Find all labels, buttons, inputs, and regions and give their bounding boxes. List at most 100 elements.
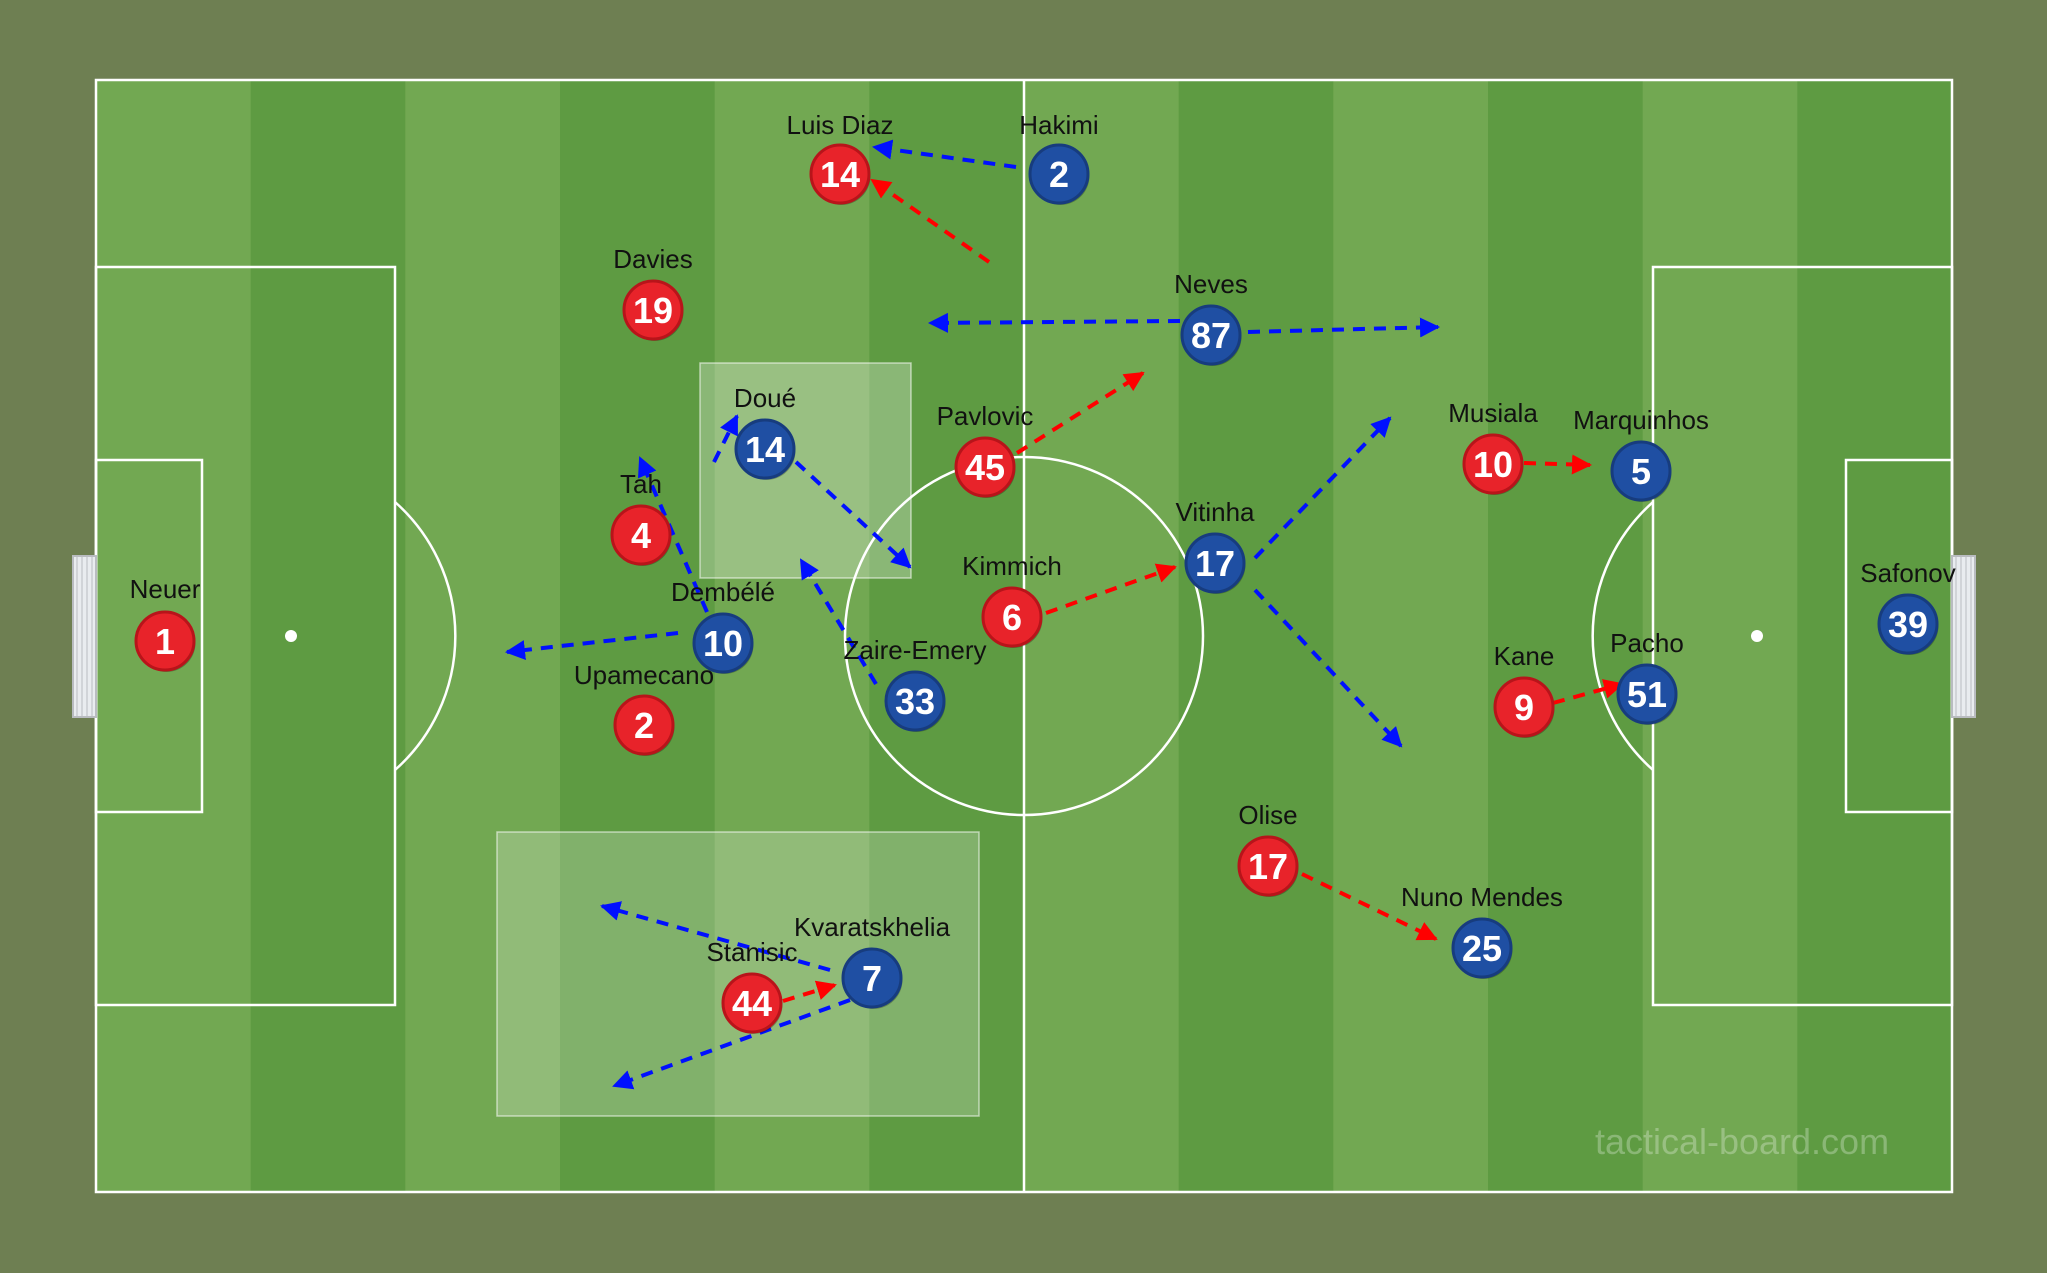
player-doue[interactable]: 14 Doué	[734, 383, 796, 480]
player-marker-blue[interactable]	[1184, 532, 1246, 594]
player-marker-blue[interactable]	[1877, 593, 1939, 655]
player-name-label: Luis Diaz	[787, 110, 894, 140]
pitch-stripe	[560, 80, 716, 1192]
player-name-label: Stanisic	[706, 937, 797, 967]
player-marker-red[interactable]	[1493, 676, 1555, 738]
player-marker-red[interactable]	[809, 143, 871, 205]
player-name-label: Doué	[734, 383, 796, 413]
player-marker-blue[interactable]	[1616, 663, 1678, 725]
player-marquinhos[interactable]: 5 Marquinhos	[1573, 405, 1709, 502]
player-name-label: Tah	[620, 469, 662, 499]
player-marker-red[interactable]	[610, 504, 672, 566]
player-name-label: Musiala	[1448, 398, 1538, 428]
player-number: 87	[1191, 315, 1231, 356]
arrow-stanisic-to-kvaratskhelia	[782, 980, 837, 1003]
player-number: 5	[1631, 451, 1651, 492]
player-number: 2	[634, 705, 654, 746]
player-marker-blue[interactable]	[1180, 304, 1242, 366]
player-marker-blue[interactable]	[734, 418, 796, 480]
player-number: 33	[895, 681, 935, 722]
pitch-stripe	[1333, 80, 1489, 1192]
left-goal	[72, 555, 97, 718]
player-marker-red[interactable]	[1462, 433, 1524, 495]
arrow-olise-to-nuno-mendes	[1301, 872, 1438, 941]
pitch-stripe	[1178, 80, 1334, 1192]
pitch-stripe	[405, 80, 561, 1192]
player-name-label: Nuno Mendes	[1401, 882, 1563, 912]
player-luis-diaz[interactable]: 14 Luis Diaz	[787, 110, 894, 205]
player-name-label: Olise	[1238, 800, 1297, 830]
movement-arrows	[505, 139, 1624, 1090]
player-name-label: Zaire-Emery	[843, 635, 986, 665]
player-number: 14	[745, 429, 785, 470]
player-name-label: Pacho	[1610, 628, 1684, 658]
arrow-zaire-emery-up	[799, 558, 878, 686]
player-name-label: Neuer	[130, 574, 201, 604]
player-number: 9	[1514, 687, 1534, 728]
player-name-label: Pavlovic	[937, 401, 1034, 431]
left-penalty-spot	[285, 630, 297, 642]
player-safonov[interactable]: 39 Safonov	[1860, 558, 1956, 655]
player-number: 6	[1002, 597, 1022, 638]
player-stanisic[interactable]: 44 Stanisic	[706, 937, 798, 1034]
player-marker-red[interactable]	[981, 586, 1043, 648]
player-number: 39	[1888, 604, 1928, 645]
player-marker-red[interactable]	[954, 436, 1016, 498]
player-marker-blue[interactable]	[692, 612, 754, 674]
arrow-hakimi-to-luis-diaz	[872, 139, 1017, 169]
player-marker-blue[interactable]	[1028, 143, 1090, 205]
pitch-stripe	[1024, 80, 1180, 1192]
left-penalty-arc	[394, 501, 457, 771]
player-number: 4	[631, 515, 651, 556]
player-marker-red[interactable]	[622, 279, 684, 341]
player-name-label: Hakimi	[1019, 110, 1098, 140]
player-marker-blue[interactable]	[1451, 917, 1513, 979]
arrow-doue-to-centre	[794, 460, 912, 569]
player-name-label: Upamecano	[574, 660, 714, 690]
player-number: 45	[965, 447, 1005, 488]
player-upamecano[interactable]: 2 Upamecano	[574, 660, 714, 756]
player-marker-blue[interactable]	[1610, 440, 1672, 502]
pitch-stripe	[250, 80, 406, 1192]
player-number: 10	[703, 623, 743, 664]
player-name-label: Kimmich	[962, 551, 1062, 581]
player-number: 17	[1248, 846, 1288, 887]
player-nuno-mendes[interactable]: 25 Nuno Mendes	[1401, 882, 1563, 979]
player-marker-blue[interactable]	[841, 947, 903, 1009]
arrow-kvaratskhelia-back	[600, 901, 831, 972]
player-number: 2	[1049, 154, 1069, 195]
arrow-kane-to-pacho	[1552, 679, 1624, 705]
player-olise[interactable]: 17 Olise	[1237, 800, 1299, 897]
player-marker-red[interactable]	[721, 972, 783, 1034]
player-kimmich[interactable]: 6 Kimmich	[962, 551, 1062, 648]
arrow-dembele-to-tah	[638, 456, 709, 613]
player-tah[interactable]: 4 Tah	[610, 469, 672, 566]
player-name-label: Safonov	[1860, 558, 1955, 588]
player-number: 14	[820, 154, 860, 195]
arrow-musiala-to-marquinhos	[1523, 454, 1592, 475]
player-name-label: Vitinha	[1175, 497, 1255, 527]
player-vitinha[interactable]: 17 Vitinha	[1175, 497, 1255, 594]
right-penalty-spot	[1751, 630, 1763, 642]
player-number: 44	[732, 983, 772, 1024]
player-name-label: Marquinhos	[1573, 405, 1709, 435]
player-number: 25	[1462, 928, 1502, 969]
player-hakimi[interactable]: 2 Hakimi	[1019, 110, 1099, 205]
arrow-doue-up	[712, 414, 739, 463]
player-zaire-emery[interactable]: 33 Zaire-Emery	[843, 635, 987, 732]
player-marker-red[interactable]	[134, 610, 196, 672]
player-marker-red[interactable]	[613, 694, 675, 756]
player-number: 17	[1195, 543, 1235, 584]
player-marker-red[interactable]	[1237, 835, 1299, 897]
player-marker-blue[interactable]	[884, 670, 946, 732]
player-pavlovic[interactable]: 45 Pavlovic	[937, 401, 1034, 498]
